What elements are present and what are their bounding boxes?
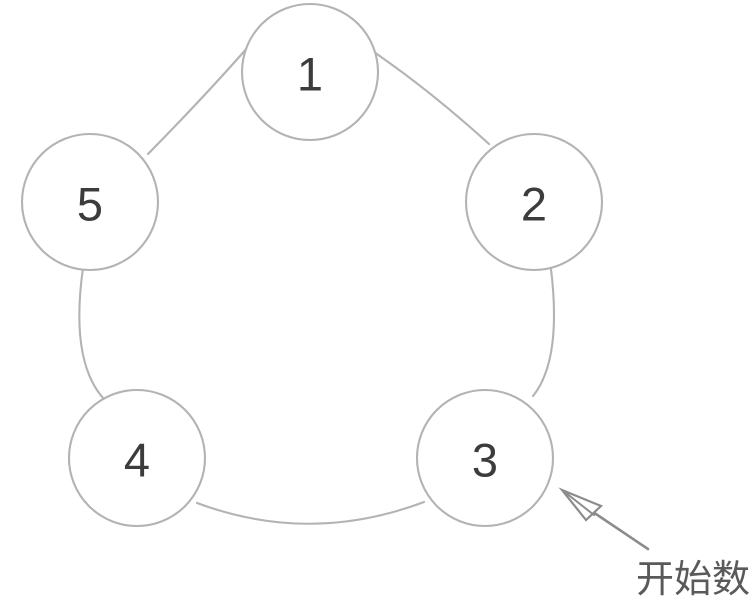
node-5-label: 5: [77, 178, 103, 231]
edge-group: [78, 45, 556, 525]
node-3-circle[interactable]: [415, 388, 555, 528]
edge-node1-node2: [372, 50, 491, 146]
node-1-circle[interactable]: [240, 2, 380, 142]
node-4-circle[interactable]: [67, 388, 207, 528]
node-5[interactable]: 5: [20, 132, 160, 272]
edge-node4-node5: [78, 266, 105, 400]
node-1[interactable]: 1: [240, 2, 380, 142]
edge-node3-node4: [195, 500, 426, 525]
start-count-label: 开始数: [636, 557, 750, 601]
node-1-label: 1: [297, 48, 323, 101]
node-2[interactable]: 2: [464, 132, 604, 272]
node-group: 1 2 3 4 5: [20, 2, 604, 528]
node-2-label: 2: [521, 178, 547, 231]
start-pointer-annotation: 开始数: [558, 487, 750, 601]
node-4-label: 4: [124, 434, 150, 487]
node-3-label: 3: [472, 434, 498, 487]
node-4[interactable]: 4: [67, 388, 207, 528]
node-2-circle[interactable]: [464, 132, 604, 272]
arrow-head-rib-icon: [565, 492, 595, 516]
arrow-shaft-icon: [588, 508, 650, 551]
node-5-circle[interactable]: [20, 132, 160, 272]
node-3[interactable]: 3: [415, 388, 555, 528]
edge-node5-node1: [146, 45, 250, 156]
edge-node2-node3: [531, 267, 556, 398]
